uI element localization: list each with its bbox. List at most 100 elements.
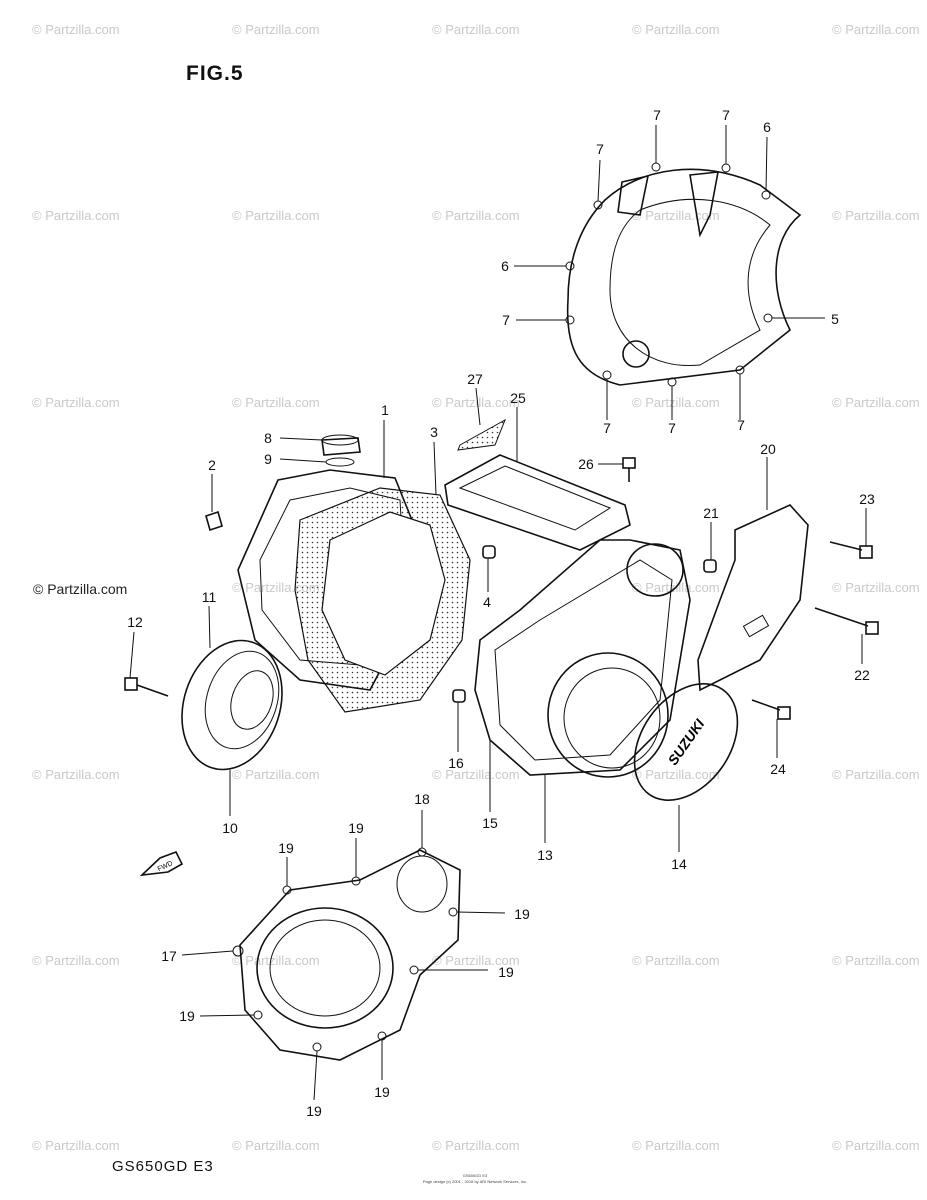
watermark: © Partzilla.com (432, 395, 520, 410)
fwd-label: FWD (157, 860, 174, 873)
watermark: © Partzilla.com (832, 22, 920, 37)
callout-14: 14 (671, 856, 687, 872)
watermark: © Partzilla.com (832, 953, 920, 968)
callout-7: 7 (737, 417, 745, 433)
watermark: © Partzilla.com (432, 1138, 520, 1153)
callout-27: 27 (467, 371, 483, 387)
callout-7: 7 (596, 141, 604, 157)
callout-9: 9 (264, 451, 272, 467)
callout-7: 7 (653, 107, 661, 123)
watermark: © Partzilla.com (832, 580, 920, 595)
dowel-pin-4 (482, 545, 496, 559)
callout-19: 19 (179, 1008, 195, 1024)
watermark: © Partzilla.com (832, 395, 920, 410)
breather-filter (457, 418, 506, 451)
callout-19: 19 (278, 840, 294, 856)
callout-10: 10 (222, 820, 238, 836)
watermark: © Partzilla.com (432, 208, 520, 223)
watermark: © Partzilla.com (832, 767, 920, 782)
fine-print-line: Page design (c) 2001 - 2016 by ARI Netwo… (422, 1179, 528, 1184)
watermark: © Partzilla.com (232, 22, 320, 37)
callout-20: 20 (760, 441, 776, 457)
callout-19: 19 (348, 820, 364, 836)
callout-19: 19 (498, 964, 514, 980)
small-cap-nut (205, 510, 223, 532)
watermark: © Partzilla.com (32, 22, 120, 37)
generator-cover (232, 847, 461, 1061)
fine-print: GS650GD E3 Page design (c) 2001 - 2016 b… (400, 1173, 550, 1185)
callout-7: 7 (722, 107, 730, 123)
callout-11: 11 (202, 589, 217, 605)
watermark: © Partzilla.com (632, 767, 720, 782)
callout-19: 19 (374, 1084, 390, 1100)
watermark: © Partzilla.com (232, 208, 320, 223)
callout-21: 21 (703, 505, 719, 521)
bolt-24 (751, 699, 791, 720)
copyright-label: © Partzilla.com (33, 581, 128, 597)
callout-24: 24 (770, 761, 786, 777)
watermark: © Partzilla.com (632, 22, 720, 37)
magneto-cover (474, 539, 691, 778)
emblem-cover: SUZUKI (633, 683, 739, 801)
watermark: © Partzilla.com (232, 953, 320, 968)
watermark: © Partzilla.com (32, 953, 120, 968)
callout-6: 6 (501, 258, 509, 274)
filler-cap (321, 434, 361, 467)
cover-gasket (294, 487, 471, 713)
watermark: © Partzilla.com (232, 767, 320, 782)
callout-3: 3 (430, 424, 438, 440)
clutch-cover-upper (565, 162, 802, 387)
gear-cover (697, 504, 809, 692)
clutch-housing (181, 639, 283, 771)
figure-title: FIG.5 (186, 62, 244, 85)
callout-1: 1 (381, 402, 389, 418)
bolt-22 (814, 607, 879, 635)
watermark: © Partzilla.com (432, 953, 520, 968)
fine-print-line: GS650GD E3 (462, 1173, 488, 1178)
model-code: GS650GD E3 (112, 1158, 214, 1175)
dowel-pin-16 (452, 689, 466, 703)
callout-8: 8 (264, 430, 272, 446)
callout-7: 7 (603, 420, 611, 436)
watermark: © Partzilla.com (32, 767, 120, 782)
watermark: © Partzilla.com (632, 953, 720, 968)
callout-6: 6 (763, 119, 771, 135)
callout-17: 17 (161, 948, 177, 964)
callout-18: 18 (414, 791, 430, 807)
callout-13: 13 (537, 847, 553, 863)
callout-25: 25 (510, 390, 526, 406)
watermark: © Partzilla.com (632, 1138, 720, 1153)
breather-cover (444, 454, 631, 551)
callout-12: 12 (127, 614, 143, 630)
watermark: © Partzilla.com (32, 208, 120, 223)
forward-arrow-icon: FWD (139, 850, 184, 877)
callout-4: 4 (483, 594, 491, 610)
watermark: © Partzilla.com (432, 22, 520, 37)
watermark: © Partzilla.com (32, 395, 120, 410)
watermark: © Partzilla.com (232, 395, 320, 410)
callout-5: 5 (831, 311, 839, 327)
bolt-26 (622, 457, 636, 482)
watermark: © Partzilla.com (432, 767, 520, 782)
watermark: © Partzilla.com (232, 1138, 320, 1153)
watermark: © Partzilla.com (832, 208, 920, 223)
callout-19: 19 (306, 1103, 322, 1119)
callout-7: 7 (502, 312, 510, 328)
callout-7: 7 (668, 420, 676, 436)
callout-numbers: 7 7 7 6 6 7 5 7 7 7 1 3 8 9 2 27 25 26 2… (127, 107, 875, 1119)
callout-26: 26 (578, 456, 594, 472)
callout-23: 23 (859, 491, 875, 507)
callout-2: 2 (208, 457, 216, 473)
leader-lines (129, 125, 867, 1101)
callout-16: 16 (448, 755, 464, 771)
watermark: © Partzilla.com (632, 395, 720, 410)
watermark: © Partzilla.com (832, 1138, 920, 1153)
watermark: © Partzilla.com (32, 1138, 120, 1153)
callout-22: 22 (854, 667, 870, 683)
callout-15: 15 (482, 815, 498, 831)
bolt-12 (124, 677, 169, 697)
dowel-pin-21 (703, 559, 717, 573)
callout-19: 19 (514, 906, 530, 922)
